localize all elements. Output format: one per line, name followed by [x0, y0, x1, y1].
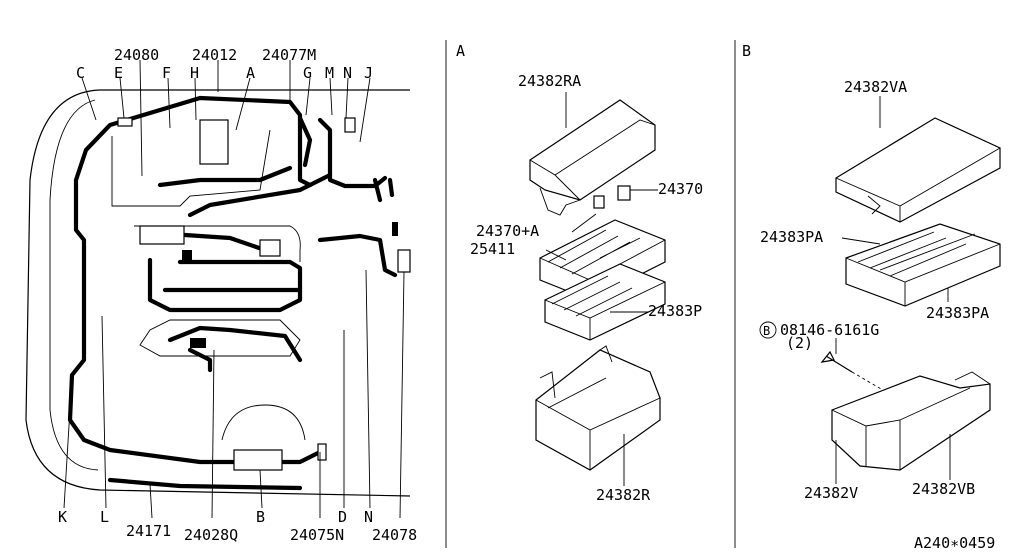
- connector-24078: [397, 249, 411, 273]
- label-letter-a: A: [246, 64, 255, 82]
- label-letter-j: J: [364, 64, 373, 82]
- connector-block2: [182, 250, 192, 264]
- bracket-a: [535, 349, 661, 471]
- connector-24075n: [317, 443, 327, 461]
- leader-lines: [63, 59, 405, 519]
- section-a: A 24382RA 24370 24370+A 25411 24383P 243…: [456, 42, 703, 504]
- label-25411: 25411: [470, 240, 515, 258]
- harness-section: 24080 24012 24077M C E F H A G M N J K L…: [25, 46, 417, 544]
- harness-lower: [107, 477, 303, 491]
- label-part-24080: 24080: [114, 46, 159, 64]
- label-24382va: 24382VA: [844, 78, 907, 96]
- label-letter-h: H: [190, 64, 199, 82]
- section-b: B 24382VA 24383PA 24383PA B 08146-6161G …: [742, 42, 1001, 502]
- harness-center2: [147, 232, 303, 313]
- label-24370: 24370: [658, 180, 703, 198]
- label-letter-n-bottom: N: [364, 508, 373, 526]
- label-part-24171: 24171: [126, 522, 171, 540]
- bracket-lower: [139, 319, 301, 357]
- label-letter-n-top: N: [343, 64, 352, 82]
- label-letter-e: E: [114, 64, 123, 82]
- label-letter-f: F: [162, 64, 171, 82]
- harness-left-trunk: [67, 147, 323, 465]
- section-a-label: A: [456, 42, 465, 60]
- connector-b: [233, 449, 283, 471]
- label-part-24078: 24078: [372, 526, 417, 544]
- footer-code: A240∗0459: [914, 534, 995, 552]
- label-24383p: 24383P: [648, 302, 702, 320]
- harness-center3: [162, 287, 303, 373]
- bracket-center: [134, 225, 301, 262]
- harness-center: [157, 165, 333, 218]
- fuse-block-b: [845, 223, 1001, 307]
- relay-box-upper: [199, 119, 229, 165]
- connector-e: [117, 117, 133, 127]
- module-left: [139, 225, 185, 245]
- section-b-label: B: [742, 42, 751, 60]
- bracket-upper: [111, 129, 271, 207]
- connector-m: [344, 117, 356, 133]
- bracket-b: [831, 375, 991, 471]
- label-08146-6161g: 08146-6161G: [780, 321, 879, 339]
- body-outline: [25, 89, 411, 497]
- label-24383pa-top: 24383PA: [760, 228, 823, 246]
- cover-lower: [221, 404, 306, 441]
- label-part-24077m: 24077M: [262, 46, 316, 64]
- label-24382r: 24382R: [596, 486, 651, 504]
- label-24382vb: 24382VB: [912, 480, 975, 498]
- label-24370-a: 24370+A: [476, 222, 539, 240]
- relay-block-a: [539, 219, 666, 301]
- bolt: [820, 350, 853, 373]
- label-part-24028q: 24028Q: [184, 526, 238, 544]
- label-24383pa-bottom: 24383PA: [926, 304, 989, 322]
- bolt-marker-circle: [759, 321, 777, 339]
- harness-connector-j: [372, 177, 395, 203]
- connector-d: [392, 222, 398, 236]
- label-letter-d: D: [338, 508, 347, 526]
- label-part-24075n: 24075N: [290, 526, 344, 544]
- label-bolt-marker: B: [763, 324, 770, 338]
- fuse-box-cover-a: [529, 99, 656, 201]
- label-part-24012: 24012: [192, 46, 237, 64]
- fuse-box-cover-b: [835, 117, 1001, 223]
- label-letter-k: K: [58, 508, 67, 526]
- body-outline-inner: [49, 99, 99, 471]
- module-center: [259, 239, 281, 257]
- harness-main: [83, 95, 313, 188]
- label-letter-l: L: [100, 508, 109, 526]
- label-24382v: 24382V: [804, 484, 858, 502]
- connector-block: [190, 338, 206, 348]
- label-24382ra: 24382RA: [518, 72, 581, 90]
- label-letter-g: G: [303, 64, 312, 82]
- label-bolt-qty: (2): [786, 334, 813, 352]
- label-letter-b: B: [256, 508, 265, 526]
- label-letter-m: M: [325, 64, 334, 82]
- label-letter-c: C: [76, 64, 85, 82]
